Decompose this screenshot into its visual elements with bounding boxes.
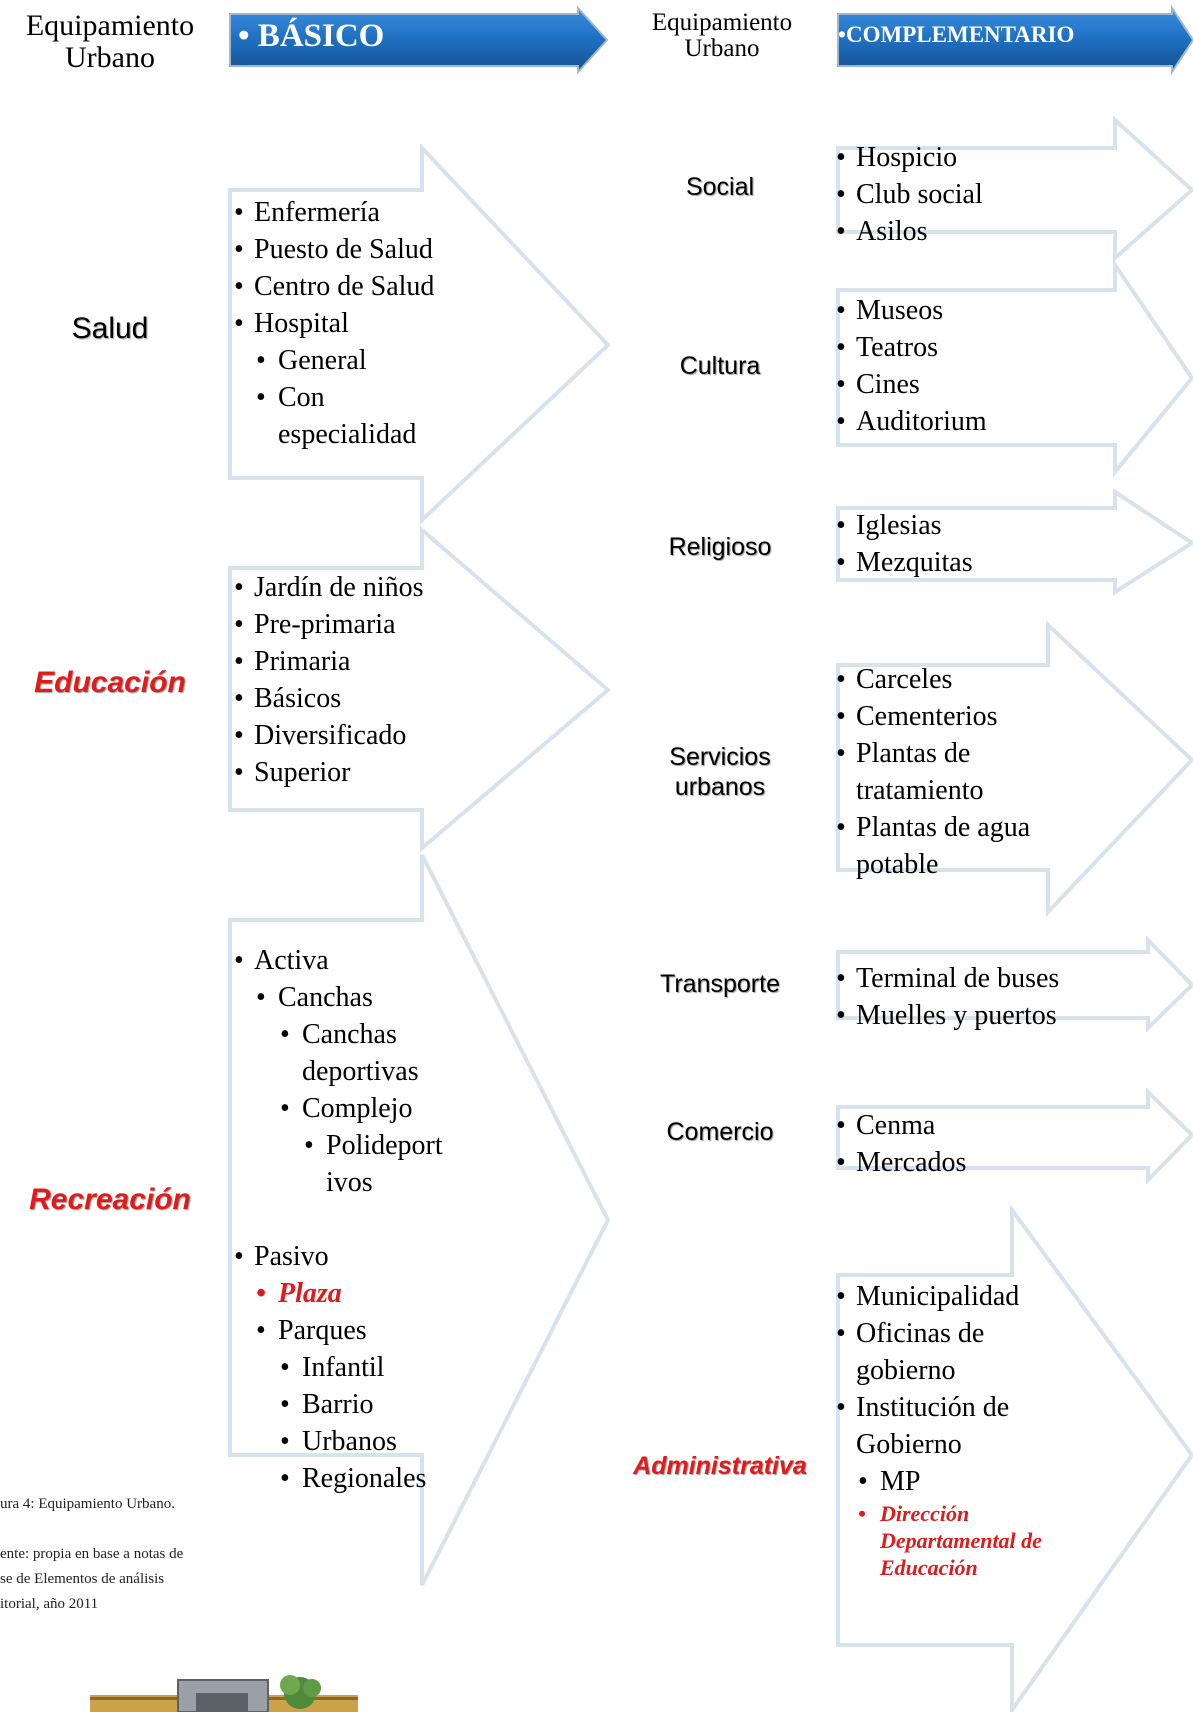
cultura-list: MuseosTeatrosCinesAuditorium xyxy=(834,292,1084,440)
list-item: Superior xyxy=(232,754,462,791)
list-item: Auditorium xyxy=(834,403,1084,440)
list-item: Cenma xyxy=(834,1107,1134,1144)
comercio-list: CenmaMercados xyxy=(834,1107,1134,1181)
list-item: Hospicio xyxy=(834,139,1084,176)
source-line-1: ente: propia en base a notas de xyxy=(0,1546,184,1562)
servicios-list: CarcelesCementeriosPlantas de tratamient… xyxy=(834,661,1064,883)
category-administrativa: Administrativa xyxy=(633,1452,807,1480)
list-item: MP xyxy=(834,1463,1064,1500)
list-item: Activa xyxy=(232,942,472,979)
left-header-label: Equipamiento Urbano xyxy=(25,9,195,74)
list-item: Con especialidad xyxy=(232,379,442,453)
basico-banner-label: • BÁSICO xyxy=(238,18,385,54)
religioso-list: IglesiasMezquitas xyxy=(834,507,1084,581)
category-educacion: Educación xyxy=(34,666,186,699)
social-list: HospicioClub socialAsilos xyxy=(834,139,1084,250)
category-servicios-urbanos: Servicios urbanos xyxy=(669,743,771,801)
list-item: Canchas xyxy=(232,979,472,1016)
category-transporte: Transporte xyxy=(660,970,780,998)
list-item: Jardín de niños xyxy=(232,569,462,606)
list-item: Primaria xyxy=(232,643,462,680)
category-cultura: Cultura xyxy=(679,352,761,380)
list-item: Urbanos xyxy=(232,1423,472,1460)
list-item: Muelles y puertos xyxy=(834,997,1154,1034)
list-item: Plantas de agua potable xyxy=(834,809,1064,883)
list-item: Mercados xyxy=(834,1144,1134,1181)
list-item xyxy=(232,1201,472,1238)
administrativa-list: MunicipalidadOficinas de gobiernoInstitu… xyxy=(834,1278,1064,1581)
category-recreacion: Recreación xyxy=(29,1183,191,1216)
list-item: Diversificado xyxy=(232,717,462,754)
list-item: Puesto de Salud xyxy=(232,231,442,268)
recreacion-list: ActivaCanchasCanchas deportivasComplejoP… xyxy=(232,942,472,1497)
category-social: Social xyxy=(685,173,755,201)
category-salud: Salud xyxy=(71,312,149,345)
list-item: Cementerios xyxy=(834,698,1064,735)
list-item: Museos xyxy=(834,292,1084,329)
list-item: Básicos xyxy=(232,680,462,717)
category-religioso: Religioso xyxy=(668,533,772,561)
transporte-list: Terminal de busesMuelles y puertos xyxy=(834,960,1154,1034)
list-item: Barrio xyxy=(232,1386,472,1423)
list-item: Teatros xyxy=(834,329,1084,366)
list-item: Plantas de tratamiento xyxy=(834,735,1064,809)
list-item: Polideport ivos xyxy=(232,1127,472,1201)
list-item: Pre-primaria xyxy=(232,606,462,643)
list-item: Municipalidad xyxy=(834,1278,1064,1315)
list-item: General xyxy=(232,342,442,379)
list-item: Terminal de buses xyxy=(834,960,1154,997)
list-item: Asilos xyxy=(834,213,1084,250)
list-item: Centro de Salud xyxy=(232,268,442,305)
list-item: Hospital xyxy=(232,305,442,342)
list-item: Iglesias xyxy=(834,507,1084,544)
list-item: Pasivo xyxy=(232,1238,472,1275)
category-comercio: Comercio xyxy=(666,1118,774,1146)
list-item: Infantil xyxy=(232,1349,472,1386)
list-item: Oficinas de gobierno xyxy=(834,1315,1064,1389)
list-item: Plaza xyxy=(232,1275,472,1312)
building-illustration xyxy=(90,1675,358,1712)
list-item: Mezquitas xyxy=(834,544,1084,581)
figure-caption: ura 4: Equipamiento Urbano. xyxy=(0,1496,175,1512)
list-item: Club social xyxy=(834,176,1084,213)
list-item: Complejo xyxy=(232,1090,472,1127)
list-item: Parques xyxy=(232,1312,472,1349)
list-item: Cines xyxy=(834,366,1084,403)
list-item: Institución de Gobierno xyxy=(834,1389,1064,1463)
list-item: Carceles xyxy=(834,661,1064,698)
complementario-banner-label: •COMPLEMENTARIO xyxy=(838,22,1075,47)
list-item: Enfermería xyxy=(232,194,442,231)
source-line-3: itorial, año 2011 xyxy=(0,1596,99,1612)
source-line-2: se de Elementos de análisis xyxy=(0,1571,165,1587)
right-header-label: Equipamiento Urbano xyxy=(651,9,793,63)
list-item: Dirección Departamental de Educación xyxy=(834,1500,1064,1581)
salud-list: EnfermeríaPuesto de Salud Centro de Salu… xyxy=(232,194,442,453)
educacion-list: Jardín de niñosPre-primariaPrimariaBásic… xyxy=(232,569,462,791)
list-item: Regionales xyxy=(232,1460,472,1497)
list-item: Canchas deportivas xyxy=(232,1016,472,1090)
